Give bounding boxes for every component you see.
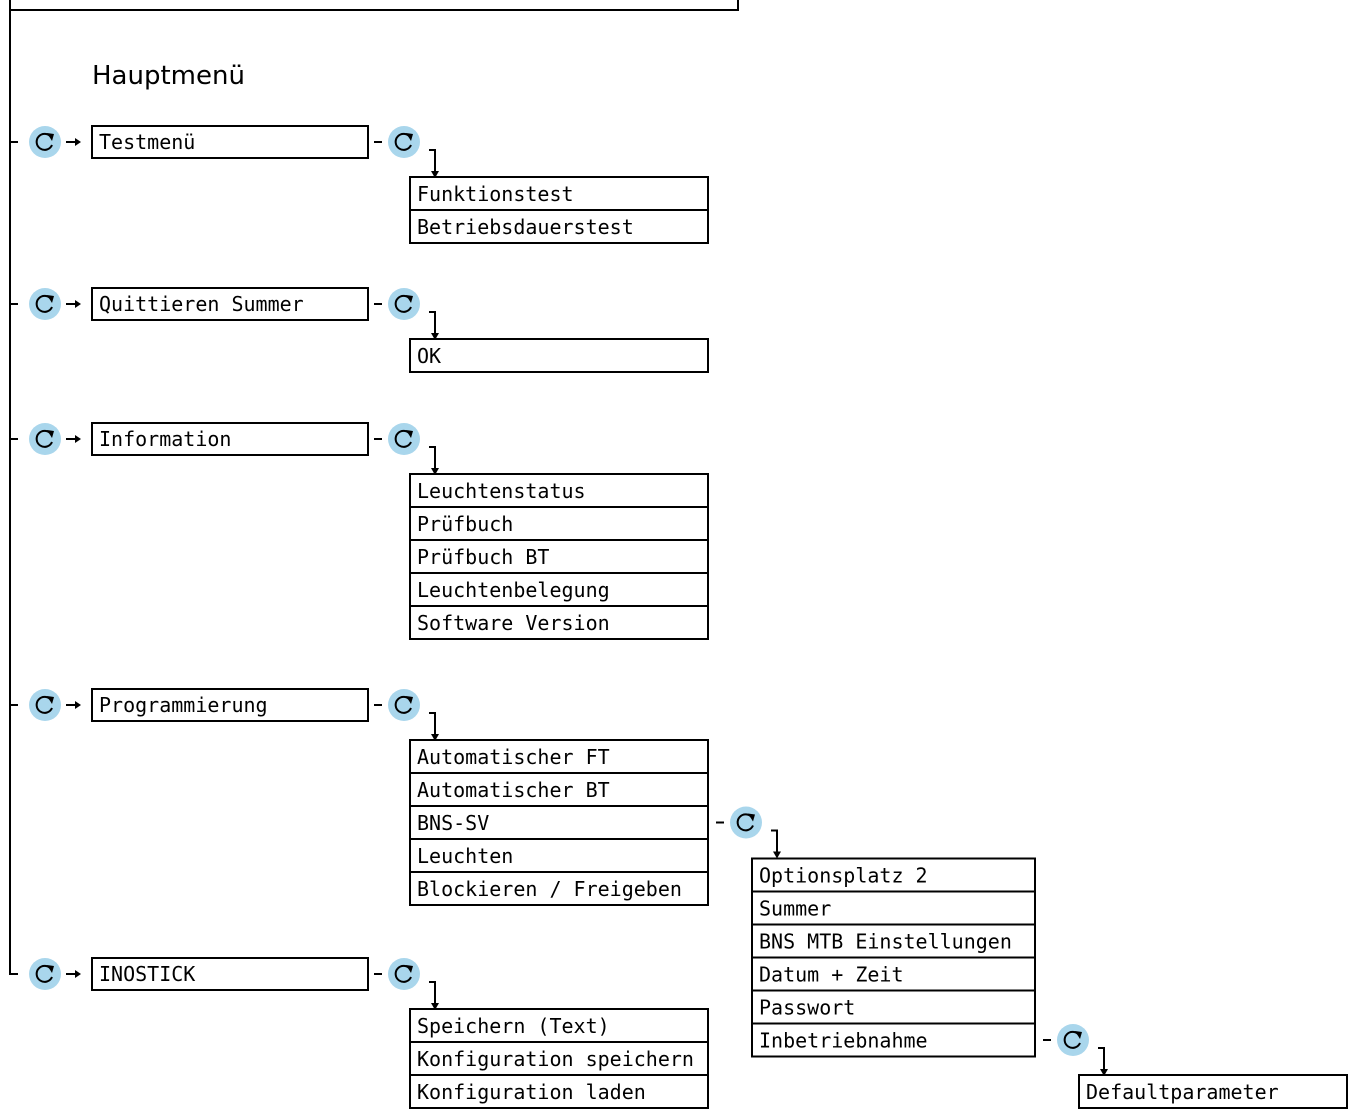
main-menu-item[interactable]: Information: [10, 422, 439, 475]
list-item[interactable]: Defaultparameter: [1078, 1074, 1348, 1109]
submenu-list: Automatischer FT Automatischer BT BNS-SV Le…: [409, 739, 709, 906]
main-menu-label: Information: [99, 427, 231, 451]
list-item-label: Blockieren / Freigeben: [417, 877, 682, 901]
list-item[interactable]: Speichern (Text): [409, 1008, 709, 1043]
list-item[interactable]: BNS MTB Einstellungen: [751, 923, 1036, 959]
arrow-right-icon: [66, 300, 81, 308]
list-item-label: Leuchtenbelegung: [417, 578, 610, 602]
arrow-right-icon: [66, 701, 81, 709]
main-menu-item[interactable]: Quittieren Summer: [10, 287, 439, 340]
list-item[interactable]: Leuchtenstatus: [409, 473, 709, 508]
rotate-knob-icon[interactable]: [388, 958, 420, 990]
list-item-label: BNS-SV: [417, 811, 489, 835]
rotate-knob-icon[interactable]: [29, 288, 61, 320]
rotate-knob-icon[interactable]: [29, 423, 61, 455]
rotate-knob-icon[interactable]: [29, 689, 61, 721]
main-menu-label: INOSTICK: [99, 962, 195, 986]
main-menu-item[interactable]: Testmenü: [10, 125, 439, 178]
list-item[interactable]: Summer: [751, 890, 1036, 926]
list-item-label: Datum + Zeit: [759, 963, 904, 987]
list-item-label: Prüfbuch: [417, 512, 513, 536]
down-arrow-icon: [429, 446, 439, 475]
rotate-knob-icon[interactable]: [29, 126, 61, 158]
submenu-list: Defaultparameter: [1078, 1074, 1348, 1109]
list-item[interactable]: Konfiguration speichern: [409, 1041, 709, 1076]
list-item[interactable]: Leuchten: [409, 838, 709, 873]
list-item-label: Passwort: [759, 996, 855, 1020]
list-item[interactable]: Prüfbuch: [409, 506, 709, 541]
list-item-label: Leuchten: [417, 844, 513, 868]
down-arrow-icon: [429, 712, 439, 741]
main-menu-item[interactable]: INOSTICK: [9, 957, 439, 1010]
rotate-knob-icon[interactable]: [388, 126, 420, 158]
rotate-knob-icon[interactable]: [29, 958, 61, 990]
list-item[interactable]: OK: [409, 338, 709, 373]
rotate-knob-icon[interactable]: [388, 423, 420, 455]
list-item-label: Leuchtenstatus: [417, 479, 586, 503]
list-item-label: Automatischer FT: [417, 745, 610, 769]
list-item-label: Funktionstest: [417, 182, 574, 206]
main-menu-label: Quittieren Summer: [99, 292, 304, 316]
down-arrow-icon: [1098, 1047, 1108, 1076]
list-item[interactable]: Blockieren / Freigeben: [409, 871, 709, 906]
rotate-knob-icon[interactable]: [388, 288, 420, 320]
arrow-right-icon: [66, 970, 81, 978]
arrow-right-icon: [66, 138, 81, 146]
list-item[interactable]: Leuchtenbelegung: [409, 572, 709, 607]
list-item[interactable]: Optionsplatz 2: [751, 857, 1036, 893]
list-item-label: Summer: [759, 897, 831, 921]
main-menu-label: Programmierung: [99, 693, 268, 717]
list-item-label: Betriebsdauerstest: [417, 215, 634, 239]
main-menu-label: Testmenü: [99, 130, 195, 154]
list-item[interactable]: Konfiguration laden: [409, 1074, 709, 1109]
rotate-knob-icon[interactable]: [730, 806, 762, 839]
list-item-label: Software Version: [417, 611, 610, 635]
list-item-label: Speichern (Text): [417, 1014, 610, 1038]
main-menu-item[interactable]: Programmierung: [10, 688, 439, 741]
page-title: Hauptmenü: [92, 61, 245, 91]
list-item-label: Inbetriebnahme: [759, 1029, 928, 1053]
list-item-label: Konfiguration speichern: [417, 1047, 694, 1071]
submenu-list: OK: [409, 338, 709, 373]
list-item-label: Defaultparameter: [1086, 1080, 1279, 1104]
arrow-right-icon: [66, 435, 81, 443]
list-item[interactable]: Inbetriebnahme: [751, 1022, 1036, 1058]
list-item[interactable]: Datum + Zeit: [751, 956, 1036, 992]
list-item[interactable]: Funktionstest: [409, 176, 709, 211]
list-item[interactable]: BNS-SV: [409, 805, 709, 840]
rotate-knob-icon[interactable]: [388, 689, 420, 721]
list-item[interactable]: Software Version: [409, 605, 709, 640]
nested-submenu: Defaultparameter: [1043, 1024, 1348, 1109]
list-item[interactable]: Prüfbuch BT: [409, 539, 709, 574]
list-item[interactable]: Betriebsdauerstest: [409, 209, 709, 244]
list-item-label: Konfiguration laden: [417, 1080, 646, 1104]
submenu-list: Speichern (Text) Konfiguration speichernK…: [409, 1008, 709, 1109]
down-arrow-icon: [429, 981, 439, 1010]
list-item-label: Prüfbuch BT: [417, 545, 549, 569]
down-arrow-icon: [429, 149, 439, 178]
down-arrow-icon: [771, 829, 781, 859]
list-item-label: BNS MTB Einstellungen: [759, 930, 1012, 954]
list-item-label: Optionsplatz 2: [759, 864, 928, 888]
rotate-knob-icon[interactable]: [1057, 1024, 1089, 1056]
top-frame-line: [9, 0, 739, 11]
down-arrow-icon: [429, 311, 439, 340]
list-item[interactable]: Automatischer FT: [409, 739, 709, 774]
list-item[interactable]: Passwort: [751, 989, 1036, 1025]
list-item-label: OK: [417, 344, 441, 368]
list-item[interactable]: Automatischer BT: [409, 772, 709, 807]
list-item-label: Automatischer BT: [417, 778, 610, 802]
